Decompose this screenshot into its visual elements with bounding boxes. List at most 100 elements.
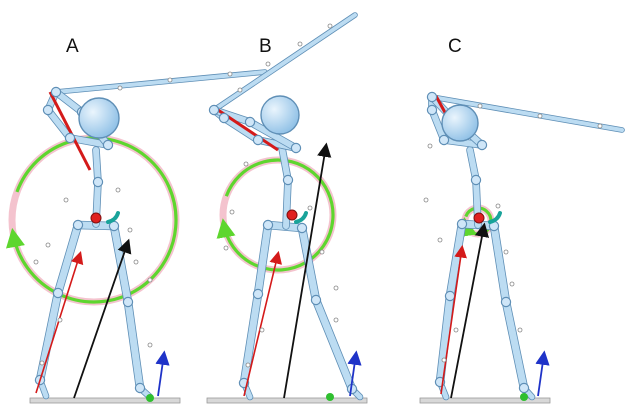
center-of-mass xyxy=(286,209,298,221)
marker-dot xyxy=(495,203,501,209)
left-thigh xyxy=(446,220,466,300)
marker-dot xyxy=(327,23,333,29)
marker-dot xyxy=(39,360,45,366)
arm-highlight xyxy=(48,91,92,171)
left-upper-arm xyxy=(429,107,447,143)
right-forearm xyxy=(53,89,85,115)
axis-origin-dot xyxy=(326,393,334,401)
head xyxy=(260,95,300,135)
joint xyxy=(438,134,450,146)
right-shin xyxy=(502,298,528,392)
marker-dot xyxy=(63,197,69,203)
marker-dot xyxy=(259,327,265,333)
vertical-axis xyxy=(535,350,550,397)
joint xyxy=(476,139,488,151)
left-shin xyxy=(36,289,62,384)
marker-dot xyxy=(127,227,133,233)
marker-dot xyxy=(297,41,303,47)
joint xyxy=(92,176,104,188)
club-shaft xyxy=(54,70,267,94)
ground-force-vector-red xyxy=(440,244,467,395)
joint xyxy=(244,116,256,128)
head xyxy=(78,97,120,139)
marker-dot xyxy=(243,161,249,167)
joint xyxy=(252,288,264,300)
marker-dot xyxy=(477,103,483,109)
center-of-mass xyxy=(90,212,102,224)
joint xyxy=(134,382,146,394)
marker-dot xyxy=(227,71,233,77)
panel-label-a: A xyxy=(66,36,79,57)
marker-dot xyxy=(245,362,251,368)
panel-b-figure xyxy=(206,12,368,404)
vertical-axis xyxy=(155,350,170,397)
marker-dot xyxy=(147,277,153,283)
joint xyxy=(52,287,64,299)
right-shin xyxy=(312,296,356,393)
marker-dot xyxy=(333,285,339,291)
marker-dot xyxy=(437,237,443,243)
joint xyxy=(50,86,62,98)
joint xyxy=(262,219,274,231)
ground-force-vector-black xyxy=(283,142,332,399)
panel-label-c: C xyxy=(448,36,462,57)
joint xyxy=(296,222,308,234)
panel-a-figure xyxy=(6,69,268,404)
head xyxy=(441,104,479,142)
ground-force-vector-red xyxy=(35,250,84,394)
ground-force-vector-black xyxy=(73,238,132,399)
club-shaft xyxy=(430,95,624,132)
joint xyxy=(456,218,468,230)
ground-plate-a xyxy=(29,397,181,404)
upper-spine xyxy=(93,147,101,185)
hip-rotation-marker xyxy=(488,211,502,224)
marker-dot xyxy=(57,317,63,323)
hip-rotation-marker xyxy=(294,211,308,224)
right-upper-arm xyxy=(247,119,299,151)
axis-origin-dot xyxy=(520,393,528,401)
joint xyxy=(500,296,512,308)
joint xyxy=(122,296,134,308)
spine xyxy=(283,177,291,229)
marker-dot xyxy=(237,87,243,93)
marker-dot xyxy=(333,317,339,323)
joint xyxy=(64,132,76,144)
upper-spine xyxy=(279,145,291,183)
club-shaft xyxy=(212,13,357,112)
marker-dot xyxy=(133,259,139,265)
marker-dot xyxy=(115,187,121,193)
marker-dot xyxy=(167,77,173,83)
ground-force-vector-black xyxy=(450,222,490,399)
marker-dot xyxy=(117,85,123,91)
left-upper-arm xyxy=(221,115,261,143)
marker-dot xyxy=(223,245,229,251)
left-shin xyxy=(240,290,262,387)
joint xyxy=(426,104,438,116)
left-upper-arm xyxy=(45,107,73,141)
marker-dot xyxy=(423,197,429,203)
ground-force-vector-red xyxy=(243,250,282,397)
joint xyxy=(218,112,230,124)
joint xyxy=(72,219,84,231)
right-thigh xyxy=(490,222,510,306)
left-thigh xyxy=(254,221,272,298)
marker-dot xyxy=(453,327,459,333)
marker-dot xyxy=(319,249,325,255)
marker-dot xyxy=(503,249,509,255)
joint xyxy=(470,174,482,186)
right-shin xyxy=(124,298,144,392)
hip-rotation-marker xyxy=(106,211,120,224)
left-thigh xyxy=(54,221,82,297)
right-thigh xyxy=(298,224,320,304)
joint xyxy=(252,134,264,146)
joint xyxy=(282,174,294,186)
joint xyxy=(310,294,322,306)
marker-dot xyxy=(265,61,271,67)
marker-dot xyxy=(537,113,543,119)
joint xyxy=(426,91,438,103)
marker-dot xyxy=(441,357,447,363)
joint xyxy=(102,139,114,151)
left-shin xyxy=(436,292,454,386)
